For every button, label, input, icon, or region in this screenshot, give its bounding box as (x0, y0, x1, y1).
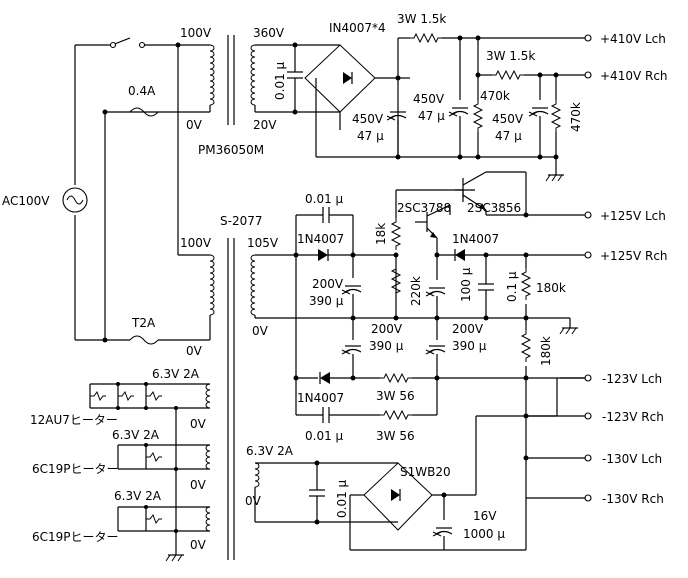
heater-a-v-label: 6.3V 2A (152, 367, 200, 381)
regulator-125v (255, 171, 585, 498)
diode-b-label: 1N4007 (297, 232, 344, 246)
ac-input-circuit (62, 37, 210, 345)
cap-450v-a-c: 47 μ (357, 129, 384, 143)
res-3w56-b-label: 3W 56 (376, 429, 415, 443)
bridge1-label: IN4007*4 (329, 21, 386, 35)
res-18k-label: 18k (374, 223, 388, 245)
terminal-410-l (584, 34, 592, 42)
out-125-r-label: +125V Rch (600, 249, 668, 263)
out-410-l-label: +410V Lch (600, 32, 666, 46)
cap-001-d-label: 0.01 μ (335, 479, 349, 518)
cap-100u-label: 100 μ (459, 267, 473, 302)
res-180k-a-label: 180k (536, 281, 566, 295)
heater-b-name-label: 6C19Pヒーター (32, 462, 119, 476)
out-123-r-label: -123V Rch (602, 410, 664, 424)
heater-a-name-label: 12AU7ヒーター (30, 413, 118, 427)
heater-windings (89, 382, 211, 562)
cap-200v-c-c: 390 μ (452, 339, 487, 353)
res-180k-b-label: 180k (539, 336, 553, 366)
cap-450v-c-c: 47 μ (495, 129, 522, 143)
transformer-pm36050m (209, 35, 256, 125)
pt2-sec-zero-label: 0V (252, 324, 269, 338)
cap-01u-label: 0.1 μ (505, 271, 519, 302)
heater-c-name-label: 6C19Pヒーター (32, 530, 119, 544)
out-123-l-label: -123V Lch (602, 372, 662, 386)
terminal-n130-l (584, 454, 592, 462)
heater-d-v-label: 6.3V 2A (246, 444, 294, 458)
out-125-l-label: +125V Lch (600, 209, 666, 223)
res-3w-a-label: 3W 1.5k (397, 12, 446, 26)
cap-450v-a-v: 450V (352, 112, 384, 126)
terminal-n130-r (584, 494, 592, 502)
pt1-secondary-label: 360V (253, 26, 285, 40)
terminal-n123-r (584, 412, 592, 420)
pt2-primary-label: 100V (180, 236, 212, 250)
cap-16v-v-label: 16V (473, 509, 497, 523)
pt2-sec-label: 105V (247, 236, 279, 250)
pt2-zero-label: 0V (186, 344, 203, 358)
out-130-r-label: -130V Rch (602, 492, 664, 506)
cap-450v-b-v: 450V (413, 92, 445, 106)
cap-200v-b-v: 200V (371, 322, 403, 336)
cap-450v-b-c: 47 μ (418, 109, 445, 123)
hv-410v-supply (255, 33, 585, 182)
terminal-125-l (584, 211, 592, 219)
cap-200v-a-c: 390 μ (309, 294, 344, 308)
tr-2sc3788-label: 2SC3788 (397, 201, 451, 215)
pt1-secondary-zero-label: 20V (253, 118, 277, 132)
main-fuse-label: 0.4A (128, 84, 156, 98)
res-220k-label: 220k (409, 276, 423, 306)
diode-d-label: 1N4007 (297, 391, 344, 405)
ac-input-label: AC100V (2, 194, 50, 208)
cap-200v-c-v: 200V (452, 322, 484, 336)
tr-2sc3856-label: 2SC3856 (467, 201, 521, 215)
pt1-zero-label: 0V (186, 118, 203, 132)
heater-d-zero-label: 0V (245, 494, 262, 508)
terminal-410-r (584, 71, 592, 79)
res-3w56-a-label: 3W 56 (376, 389, 415, 403)
pt1-model-label: PM36050M (198, 143, 264, 157)
heater-b-v-label: 6.3V 2A (112, 428, 160, 442)
cap-16v-c-label: 1000 μ (463, 527, 505, 541)
low-voltage-16v-supply (254, 415, 557, 551)
terminal-n123-l (584, 374, 592, 382)
heater-c-v-label: 6.3V 2A (114, 489, 162, 503)
transformer-s2077 (209, 238, 256, 560)
bridge2-label: S1WB20 (400, 465, 451, 479)
diode-c-label: 1N4007 (452, 232, 499, 246)
cap-001-a-label: 0.01 μ (273, 61, 287, 100)
out-130-l-label: -130V Lch (602, 452, 662, 466)
pt1-primary-label: 100V (180, 26, 212, 40)
out-410-r-label: +410V Rch (600, 69, 668, 83)
pt2-model-label: S-2077 (220, 214, 263, 228)
heater-c-zero-label: 0V (190, 538, 207, 552)
res-470k-a-label: 470k (480, 89, 510, 103)
cap-001-c-label: 0.01 μ (305, 429, 344, 443)
t2a-fuse-label: T2A (131, 316, 156, 330)
res-470k-b-label: 470k (569, 102, 583, 132)
res-3w-b-label: 3W 1.5k (486, 49, 535, 63)
cap-200v-a-v: 200V (312, 277, 344, 291)
cap-001-b-label: 0.01 μ (305, 192, 344, 206)
cap-200v-b-c: 390 μ (369, 339, 404, 353)
cap-450v-c-v: 450V (492, 112, 524, 126)
heater-a-zero-label: 0V (190, 417, 207, 431)
terminal-125-r (584, 251, 592, 259)
heater-b-zero-label: 0V (190, 478, 207, 492)
